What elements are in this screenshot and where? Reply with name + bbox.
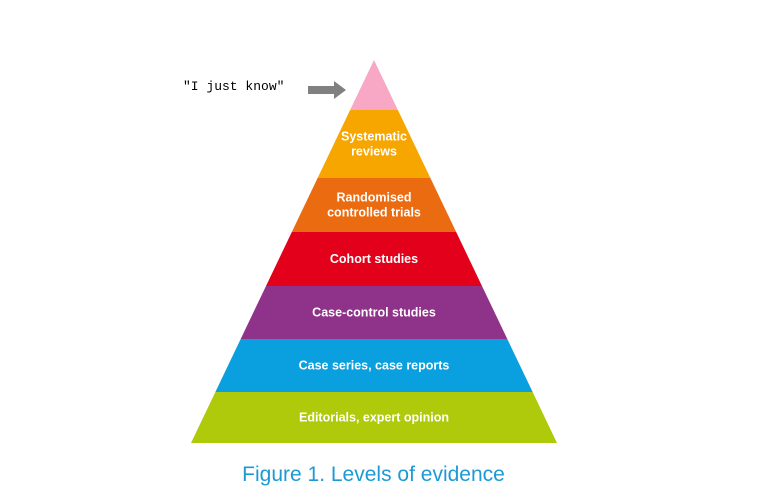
pyramid-tier-3 xyxy=(291,178,457,232)
pyramid-tier-1 xyxy=(350,60,398,110)
figure-caption: Figure 1. Levels of evidence xyxy=(242,463,505,486)
pyramid-tier-2 xyxy=(317,110,431,178)
pyramid-tier-label-line: reviews xyxy=(351,145,397,159)
annotation-label: "I just know" xyxy=(183,79,285,94)
pyramid-tier-4 xyxy=(266,232,482,286)
pyramid-tier-label-line: controlled trials xyxy=(327,206,421,220)
pyramid-tier-6 xyxy=(215,339,533,392)
pyramid-tier-label-line: Cohort studies xyxy=(330,252,418,266)
right-arrow-icon xyxy=(308,81,346,99)
pyramid-tier-5 xyxy=(240,286,508,339)
pyramid-tier-label-line: Case-control studies xyxy=(312,306,436,320)
pyramid-tier-7-label: Editorials, expert opinion xyxy=(299,411,449,425)
pyramid-tier-label-line: Systematic xyxy=(341,130,407,144)
pyramid-tier-6-label: Case series, case reports xyxy=(299,359,450,373)
pyramid-tier-5-label: Case-control studies xyxy=(312,306,436,320)
pyramid-tier-7 xyxy=(191,392,557,443)
pyramid-tier-4-label: Cohort studies xyxy=(330,252,418,266)
pyramid-tier-label-line: Case series, case reports xyxy=(299,359,450,373)
pyramid-tier-label-line: Randomised xyxy=(336,191,411,205)
pyramid-tier-label-line: Editorials, expert opinion xyxy=(299,411,449,425)
